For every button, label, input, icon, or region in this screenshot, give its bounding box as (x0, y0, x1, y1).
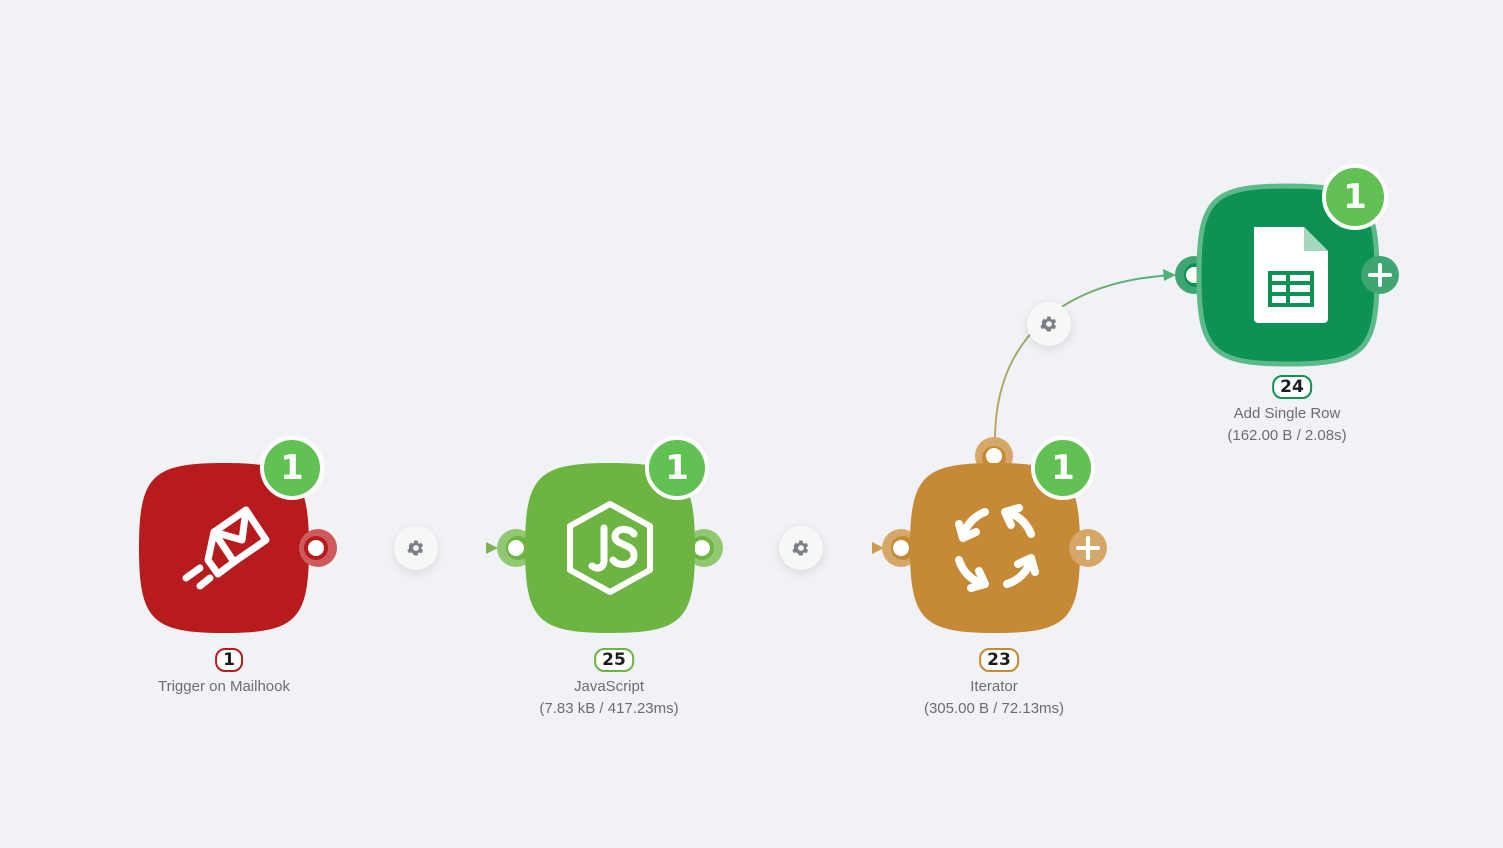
nodejs-icon (567, 501, 653, 595)
connection-arrow-iterator (872, 542, 884, 554)
google-sheets-icon (1254, 227, 1328, 323)
add-module-button[interactable] (1068, 528, 1108, 568)
gear-icon (1040, 316, 1057, 332)
module-stats: (7.83 kB / 417.23ms) (539, 700, 679, 717)
connection-arrow-javascript (486, 542, 498, 554)
add-module-button[interactable] (1360, 255, 1400, 295)
operations-badge: 1 (260, 436, 324, 500)
module-body (525, 463, 695, 633)
module-id: 23 (979, 648, 1019, 672)
iterator-cycle-icon (955, 504, 1039, 592)
operations-badge: 1 (1031, 436, 1095, 500)
module-add-single-row[interactable] (1196, 183, 1380, 367)
module-stats: (162.00 B / 2.08s) (1227, 427, 1347, 444)
module-iterator[interactable] (907, 460, 1083, 636)
module-javascript[interactable] (522, 460, 698, 636)
module-stats: (305.00 B / 72.13ms) (923, 700, 1065, 717)
module-body (910, 463, 1080, 633)
connection-settings-button[interactable] (394, 526, 438, 570)
module-id: 1 (215, 648, 243, 672)
connection-settings-button[interactable] (779, 526, 823, 570)
output-port-mailhook[interactable] (298, 528, 338, 568)
module-label: Add Single Row (1233, 405, 1341, 422)
module-trigger-on-mailhook[interactable] (136, 460, 312, 636)
module-label: Iterator (970, 678, 1018, 695)
mail-send-icon (182, 506, 270, 590)
module-label: JavaScript (573, 678, 645, 695)
module-id: 25 (594, 648, 634, 672)
connection-settings-button[interactable] (1027, 302, 1071, 346)
module-label: Trigger on Mailhook (157, 678, 291, 695)
connection-iterator-sheets[interactable] (994, 274, 1173, 441)
gear-icon (792, 540, 809, 556)
connection-arrow-sheets (1163, 269, 1176, 281)
gear-icon (407, 540, 424, 556)
operations-badge: 1 (645, 436, 709, 500)
operations-badge: 1 (1322, 164, 1388, 230)
module-id: 24 (1272, 375, 1312, 399)
